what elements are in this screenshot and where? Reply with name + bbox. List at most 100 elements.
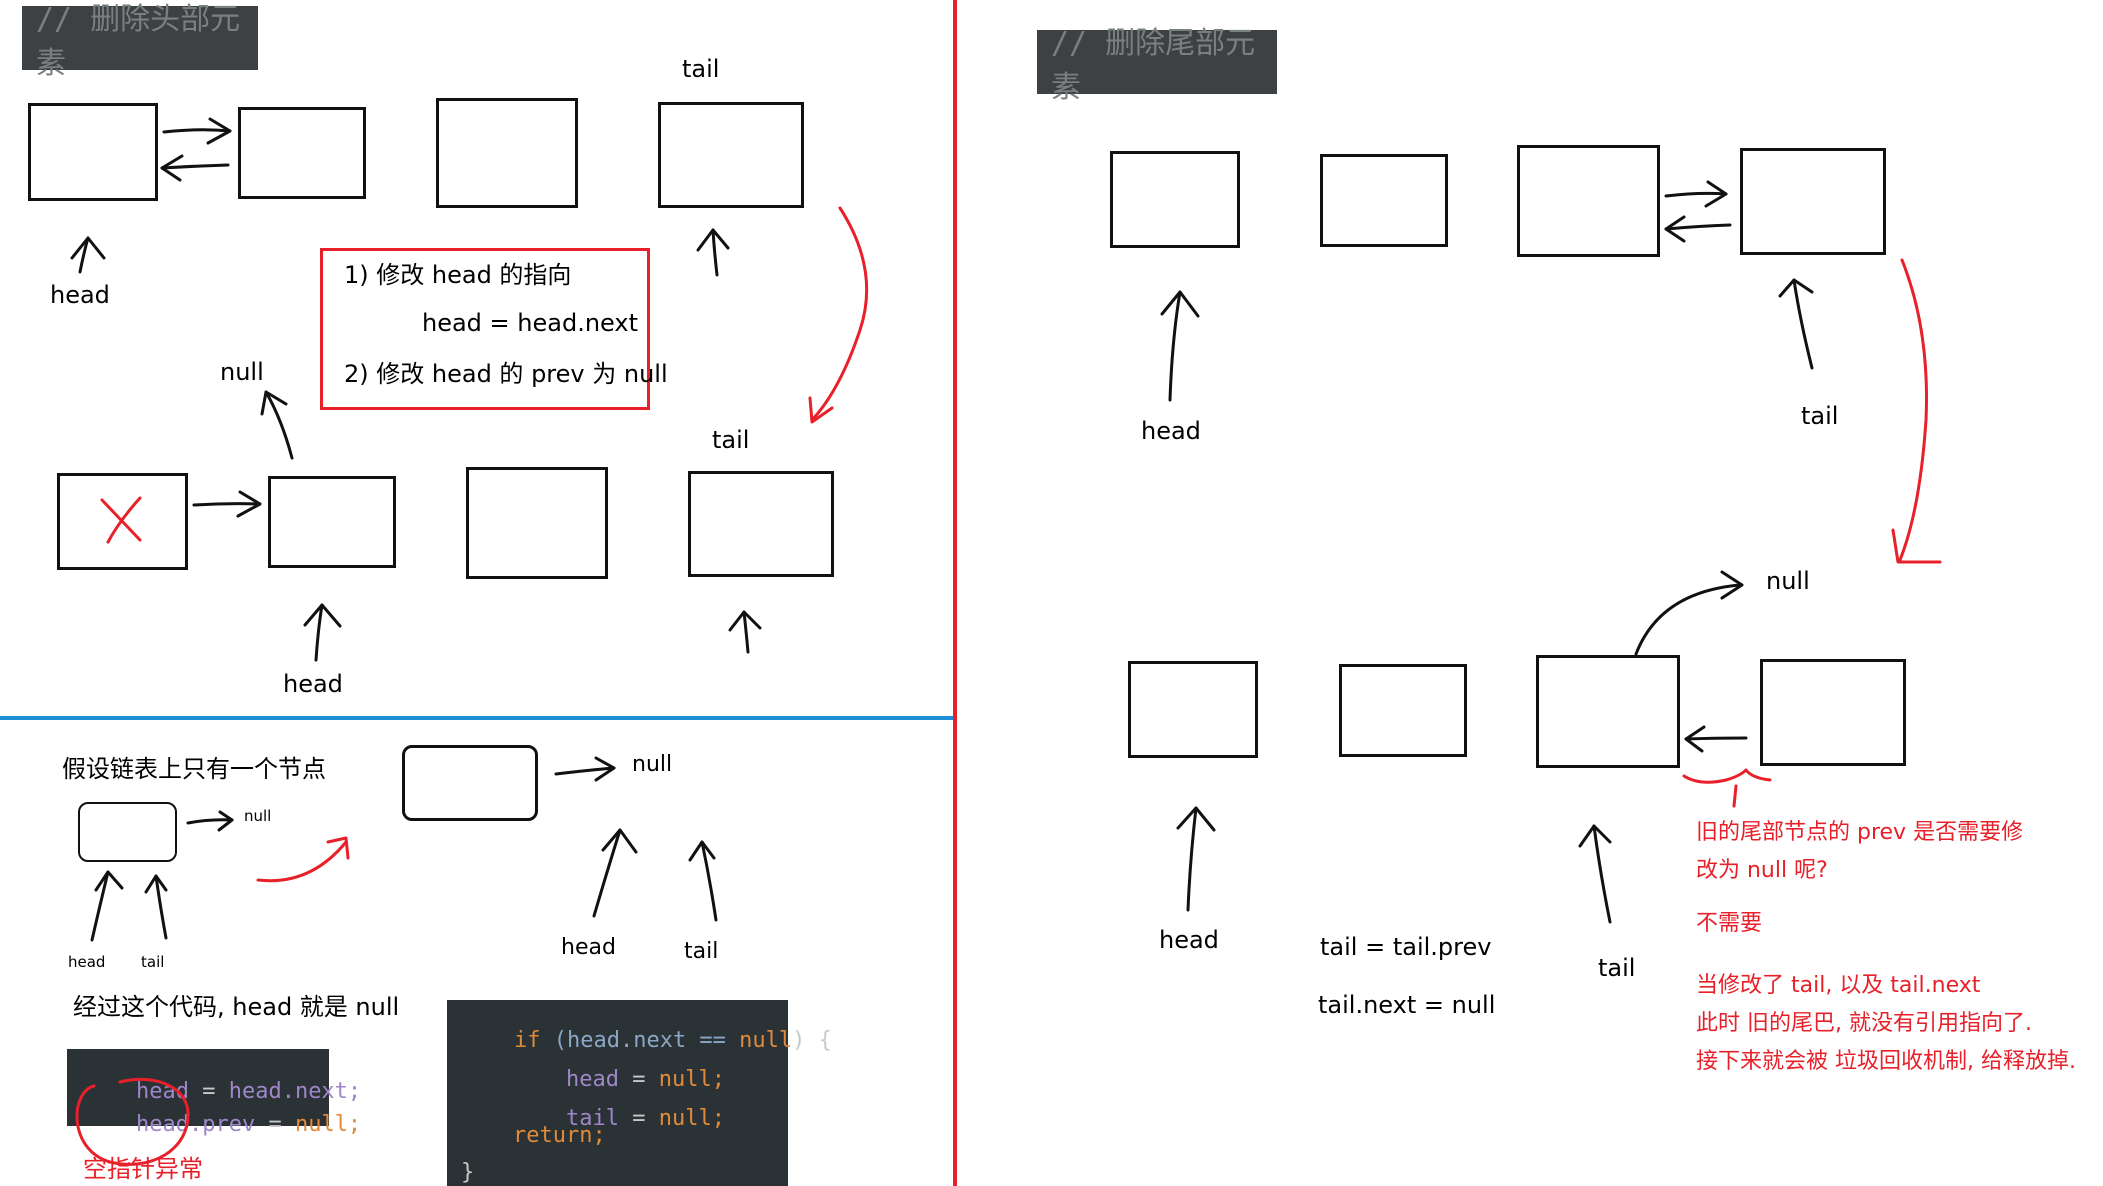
next-arrow	[162, 128, 232, 134]
head-pointer-arrow	[592, 828, 622, 918]
tail-pointer-arrow	[1792, 278, 1814, 370]
arrowhead	[1664, 215, 1686, 243]
tail-label: tail	[712, 426, 750, 454]
question-line-1: 旧的尾部节点的 prev 是否需要修	[1696, 820, 2024, 845]
next-arrow	[186, 818, 234, 825]
arrowhead	[303, 603, 342, 628]
arrowhead	[1176, 806, 1216, 832]
big-null-label: null	[632, 752, 673, 777]
transition-arrow	[1898, 258, 1928, 562]
arrowhead	[206, 117, 232, 145]
delete-x-mark	[106, 496, 142, 544]
node-box	[1536, 655, 1680, 768]
node-box	[658, 102, 804, 208]
code-token: head	[135, 1079, 189, 1104]
head-pointer-arrow	[1186, 806, 1198, 912]
tail-label: tail	[682, 55, 720, 83]
null-label: null	[220, 358, 264, 386]
arrowhead	[696, 228, 730, 252]
old-tail-node-box	[1760, 659, 1906, 766]
head-label: head	[283, 670, 343, 698]
code-token: if	[513, 1028, 554, 1053]
code-snippet-if-block: if (head.next == null) { head = null; ta…	[447, 1000, 832, 1186]
head-pointer-arrow	[314, 603, 324, 662]
horizontal-divider	[0, 716, 953, 720]
assumption-text: 假设链表上只有一个节点	[62, 755, 326, 783]
next-arrow	[1664, 191, 1728, 198]
node-box	[1320, 154, 1448, 247]
small-tail-label: tail	[141, 953, 165, 971]
node-box	[436, 98, 578, 208]
big-head-label: head	[561, 935, 616, 960]
tail-pointer-arrow	[742, 610, 750, 654]
arrowhead	[1160, 290, 1200, 318]
tail-pointer-arrow	[711, 228, 719, 277]
arrowhead	[260, 390, 288, 416]
head-pointer-arrow	[90, 870, 110, 942]
node-box	[1110, 151, 1240, 248]
arrowhead	[688, 840, 716, 862]
null-label: null	[1766, 567, 1810, 595]
code-token: ) {	[792, 1028, 832, 1053]
node-box	[28, 103, 158, 201]
arrowhead	[1778, 278, 1814, 298]
arrowhead	[94, 870, 124, 892]
code-token: }	[461, 1160, 475, 1185]
code-token: =	[618, 1106, 659, 1131]
arrowhead	[601, 828, 638, 854]
node-box	[1517, 145, 1660, 257]
code-token: =	[188, 1079, 229, 1104]
prev-to-null-arrow	[264, 390, 294, 460]
answer-text: 不需要	[1696, 911, 1763, 936]
code-snippet-head-next: head = head.next; head.prev = null;	[67, 1049, 361, 1136]
vertical-divider	[953, 0, 957, 1186]
single-node-small	[78, 802, 177, 862]
code-token: =	[618, 1067, 659, 1092]
arrowhead	[808, 396, 834, 424]
explain-line-3: 接下来就会被 垃圾回收机制, 给释放掉.	[1696, 1049, 2076, 1074]
transition-arrow	[810, 206, 869, 422]
tail-label: tail	[1598, 954, 1636, 982]
node-box	[1740, 148, 1886, 255]
head-pointer-arrow	[1168, 290, 1182, 402]
head-label: head	[1141, 417, 1201, 445]
explain-line-1: 当修改了 tail, 以及 tail.next	[1696, 973, 1981, 998]
code-token: head	[565, 1067, 619, 1092]
transition-arrow	[256, 840, 348, 883]
code-token: null;	[658, 1067, 725, 1092]
explain-line-2: 此时 旧的尾巴, 就没有引用指向了.	[1696, 1011, 2032, 1036]
single-node-big	[402, 745, 538, 821]
next-arrow	[192, 502, 262, 507]
arrowhead	[594, 756, 616, 782]
node-box	[238, 107, 366, 199]
note-line-3: 2) 修改 head 的 prev 为 null	[344, 360, 668, 388]
section-label-delete-head: // 删除头部元素	[22, 2, 258, 81]
arrowhead	[217, 810, 234, 832]
code-token: null	[739, 1028, 793, 1053]
code-token: head.next;	[228, 1079, 362, 1104]
node-box	[1128, 661, 1258, 758]
code-line-tail-next: tail.next = null	[1318, 991, 1496, 1019]
code-token: null;	[294, 1112, 362, 1137]
arrowhead	[160, 154, 184, 182]
brace-mark	[1732, 784, 1738, 808]
arrowhead	[144, 874, 168, 894]
node-box	[1339, 664, 1467, 757]
prev-arrow	[160, 163, 230, 170]
after-code-note: 经过这个代码, head 就是 null	[73, 993, 400, 1021]
arrowhead	[1704, 180, 1728, 208]
arrowhead	[728, 610, 762, 632]
brace-mark	[1682, 768, 1772, 784]
question-line-2: 改为 null 呢?	[1696, 858, 1828, 883]
prev-arrow	[1664, 223, 1732, 231]
code-token: =	[255, 1112, 295, 1137]
node-box	[268, 476, 396, 568]
code-token: tail	[565, 1106, 619, 1131]
tail-pointer-arrow	[1592, 824, 1612, 924]
code-token: head.prev	[135, 1112, 256, 1137]
big-tail-label: tail	[684, 939, 719, 964]
code-token: null;	[658, 1106, 725, 1131]
arrowhead	[326, 836, 350, 860]
node-box	[466, 467, 608, 579]
arrowhead	[1891, 528, 1942, 564]
